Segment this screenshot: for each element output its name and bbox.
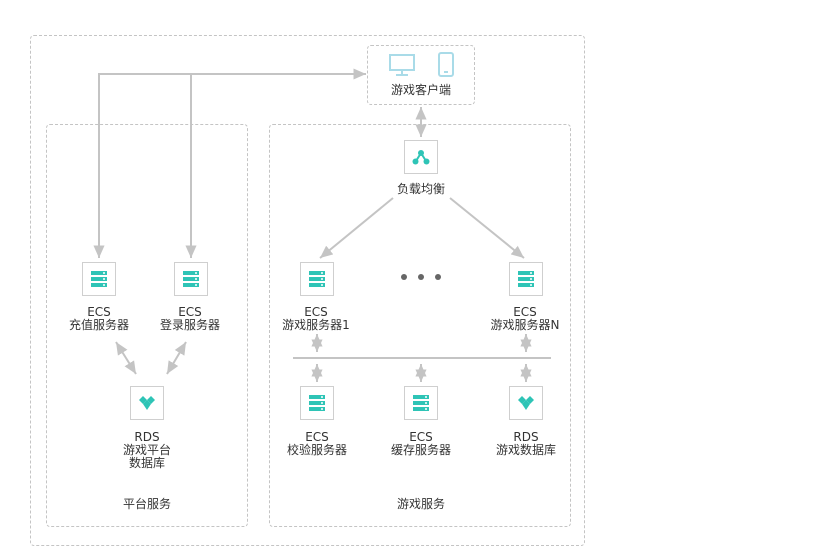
server-icon — [91, 271, 107, 287]
recharge-rds-line — [115, 341, 137, 375]
load-balancer-icon — [412, 150, 430, 165]
platform-rds-node[interactable] — [130, 386, 164, 420]
cache-server-node[interactable] — [404, 386, 438, 420]
game-rds-node[interactable] — [509, 386, 543, 420]
check-server-node[interactable] — [300, 386, 334, 420]
server-icon — [413, 395, 429, 411]
platform-services-title: 平台服务 — [122, 497, 171, 511]
ellipsis-icon — [401, 274, 441, 280]
load-balancer-node[interactable] — [404, 140, 438, 174]
database-icon — [518, 396, 534, 410]
phone-icon — [438, 52, 454, 77]
outer-frame — [30, 35, 585, 546]
game-services-title: 游戏服务 — [396, 497, 445, 511]
login-server-node[interactable] — [174, 262, 208, 296]
server-icon — [518, 271, 534, 287]
recharge-server-node[interactable] — [82, 262, 116, 296]
lb-to-server1-line — [319, 197, 394, 259]
game-server-1-node[interactable] — [300, 262, 334, 296]
server-icon — [309, 395, 325, 411]
game-server-n-node[interactable] — [509, 262, 543, 296]
server-icon — [309, 271, 325, 287]
lb-to-serverN-line — [449, 197, 525, 259]
database-icon — [139, 396, 155, 410]
game-client-label: 游戏客户端 — [390, 83, 451, 97]
server-icon — [183, 271, 199, 287]
game-client-group — [367, 45, 475, 105]
login-rds-line — [166, 341, 187, 375]
client-to-recharge-line — [93, 68, 366, 258]
load-balancer-label: 负载均衡 — [396, 182, 445, 196]
monitor-icon — [389, 54, 415, 76]
